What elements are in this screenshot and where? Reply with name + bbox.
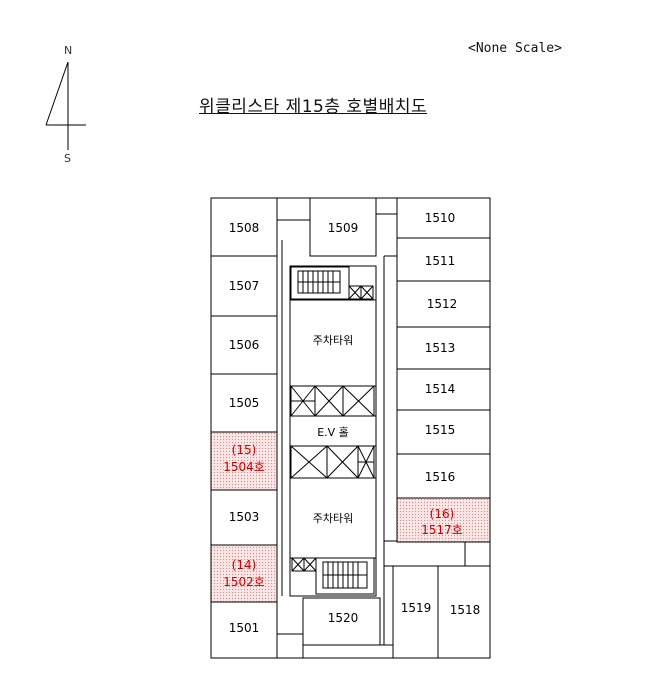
- stair-upper: [290, 266, 350, 300]
- room-number-1504: (15): [232, 443, 257, 457]
- corridor-top-right: [375, 197, 398, 215]
- parking-tower-label-upper: 주차타워: [313, 334, 353, 347]
- room-label-1502: 1502호: [223, 575, 265, 589]
- room-label-1514: 1514: [425, 382, 456, 396]
- room-1513: [396, 326, 491, 370]
- page-title: 위클리스타 제15층 호별배치도: [199, 97, 428, 117]
- room-label-1520: 1520: [328, 611, 359, 625]
- scale-note: <None Scale>: [468, 41, 562, 56]
- room-label-1508: 1508: [229, 221, 260, 235]
- corridor-top-left: [276, 197, 311, 221]
- parking-tower-label-lower: 주차타워: [313, 512, 353, 525]
- room-1504: [210, 431, 278, 491]
- room-1517: [396, 497, 491, 543]
- room-label-1515: 1515: [425, 423, 456, 437]
- room-1518: [437, 565, 491, 659]
- compass-south-label: S: [64, 152, 71, 165]
- room-label-1516: 1516: [425, 470, 456, 484]
- stair-lower-treads: [322, 561, 368, 589]
- room-1503: [210, 489, 278, 546]
- room-1507: [210, 255, 278, 317]
- room-label-1503: 1503: [229, 510, 260, 524]
- room-label-1513: 1513: [425, 341, 456, 355]
- room-1520: [302, 597, 381, 646]
- stair-lower: [315, 557, 375, 595]
- ev-hall-label: E.V 홀: [317, 426, 349, 439]
- room-label-1517: 1517호: [421, 523, 463, 537]
- room-label-1506: 1506: [229, 338, 260, 352]
- room-number-1517: (16): [430, 507, 455, 521]
- elevator-lower-row: [290, 445, 375, 479]
- room-label-1504: 1504호: [223, 460, 265, 474]
- room-1519: [392, 565, 439, 659]
- room-label-1510: 1510: [425, 211, 456, 225]
- room-label-1507: 1507: [229, 279, 260, 293]
- room-1505: [210, 373, 278, 433]
- room-1515: [396, 409, 491, 455]
- compass-north-label: N: [64, 44, 73, 57]
- room-label-1511: 1511: [425, 254, 456, 268]
- stair-upper-treads: [297, 270, 341, 294]
- room-1512: [396, 280, 491, 328]
- corridor-bottom-left: [276, 633, 304, 659]
- room-label-1512: 1512: [427, 297, 458, 311]
- room-label-1505: 1505: [229, 396, 260, 410]
- room-1502: [210, 544, 278, 603]
- north-arrow-icon: [45, 61, 86, 150]
- room-label-1519: 1519: [401, 601, 432, 615]
- room-1506: [210, 315, 278, 375]
- room-label-1501: 1501: [229, 621, 260, 635]
- room-1509: [309, 197, 377, 257]
- room-number-1502: (14): [232, 558, 257, 572]
- room-label-1509: 1509: [328, 221, 359, 235]
- elevator-upper-row: [290, 385, 375, 417]
- room-label-1518: 1518: [450, 603, 481, 617]
- room-1516: [396, 453, 491, 499]
- corridor-right-bottom: [464, 541, 491, 567]
- room-1501: [210, 601, 278, 659]
